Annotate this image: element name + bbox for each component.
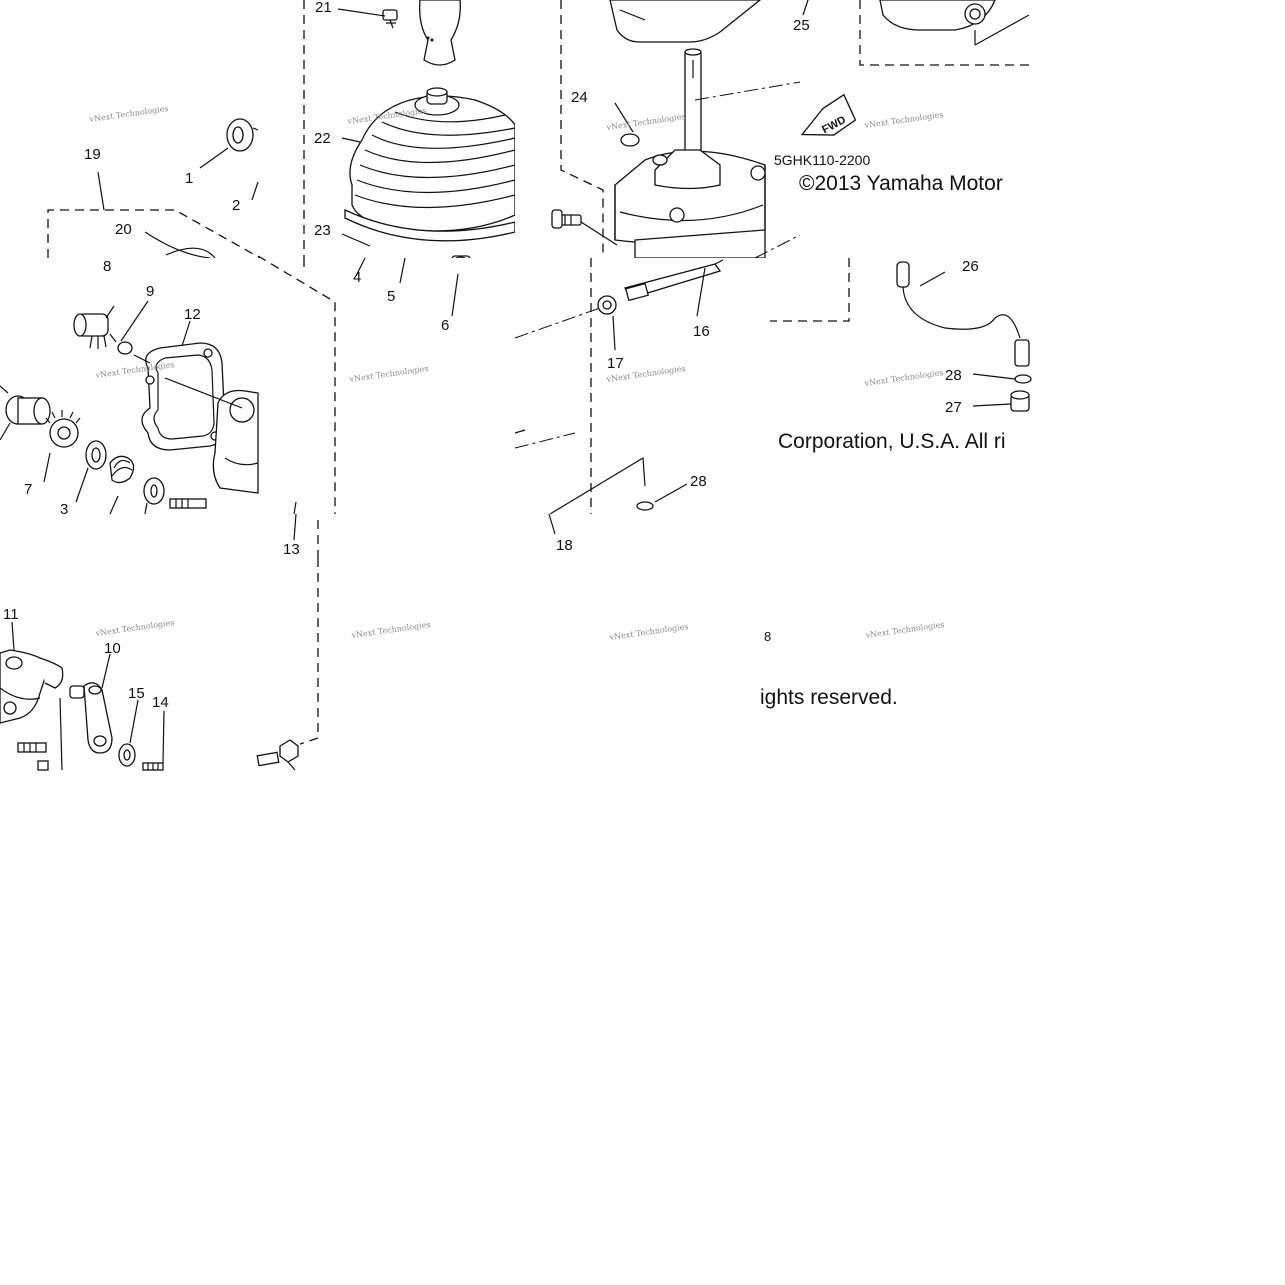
svg-text:vNext Technologies: vNext Technologies bbox=[605, 112, 686, 132]
callout-15: 15 bbox=[128, 685, 145, 702]
callout-8-partial: 8 bbox=[764, 629, 771, 644]
part-8-gear bbox=[73, 313, 117, 349]
diagram-tile-middle-right: vNext Technologies vNext Technologies 16… bbox=[514, 258, 1032, 515]
callout-28-lower: 28 bbox=[690, 473, 707, 490]
part-housing-right bbox=[212, 389, 259, 494]
svg-text:vNext Technologies: vNext Technologies bbox=[863, 110, 944, 130]
callout-8: 8 bbox=[103, 258, 111, 275]
callout-12: 12 bbox=[184, 306, 201, 323]
part-24-fitting bbox=[614, 102, 668, 166]
callout-19: 19 bbox=[84, 146, 101, 163]
diagram-tile-bottom: vNext Technologies vNext Technologies vN… bbox=[0, 558, 945, 771]
svg-text:vNext Technologies: vNext Technologies bbox=[350, 620, 431, 640]
part-nut-right bbox=[256, 739, 299, 771]
callout-17: 17 bbox=[607, 355, 624, 372]
callout-2: 2 bbox=[232, 197, 240, 214]
callout-13: 13 bbox=[283, 541, 300, 558]
svg-text:vNext Technologies: vNext Technologies bbox=[94, 618, 175, 638]
callout-28: 28 bbox=[945, 367, 962, 384]
svg-text:vNext Technologies: vNext Technologies bbox=[864, 620, 945, 640]
callout-7: 7 bbox=[24, 481, 32, 498]
part-11-housing bbox=[0, 649, 64, 724]
svg-text:vNext Technologies: vNext Technologies bbox=[88, 104, 169, 124]
svg-text:vNext Technologies: vNext Technologies bbox=[348, 364, 429, 384]
copyright-line-2: Corporation, U.S.A. All ri bbox=[778, 430, 1006, 453]
part-15-washer bbox=[118, 743, 136, 767]
drawing-code: 5GHK110-2200 bbox=[774, 152, 870, 168]
part-7-gear bbox=[45, 410, 81, 448]
part-22-boot bbox=[344, 87, 516, 242]
part-26-hose bbox=[896, 261, 1030, 367]
callout-10: 10 bbox=[104, 640, 121, 657]
copyright-line-3: ights reserved. bbox=[760, 686, 898, 709]
shift-knob bbox=[419, 0, 461, 66]
shift-lever bbox=[684, 48, 702, 161]
callout-25: 25 bbox=[793, 17, 810, 34]
callout-21: 21 bbox=[315, 0, 332, 16]
callout-3: 3 bbox=[60, 501, 68, 518]
callout-26: 26 bbox=[962, 258, 979, 275]
fwd-arrow-icon: FWD bbox=[800, 93, 857, 136]
part-9-oring bbox=[117, 341, 133, 355]
callout-22: 22 bbox=[314, 130, 331, 147]
part-28-oring-lower bbox=[636, 501, 654, 511]
part-washer-2 bbox=[143, 477, 165, 505]
part-28-oring bbox=[1014, 374, 1032, 384]
callout-14: 14 bbox=[152, 694, 169, 711]
callout-4: 4 bbox=[353, 269, 361, 286]
part-27-fitting bbox=[1010, 390, 1030, 412]
part-25-plate bbox=[609, 0, 762, 43]
callout-24: 24 bbox=[571, 89, 588, 106]
callout-6: 6 bbox=[441, 317, 449, 334]
part-top-right-housing bbox=[879, 0, 1030, 46]
part-10-bracket bbox=[69, 682, 113, 754]
part-bolt-lower bbox=[17, 742, 49, 771]
part-bolt bbox=[169, 498, 207, 509]
part-14-bolt bbox=[142, 762, 164, 771]
shift-gate-housing bbox=[614, 149, 766, 259]
callout-16: 16 bbox=[693, 323, 710, 340]
svg-text:vNext Technologies: vNext Technologies bbox=[863, 368, 944, 388]
callout-18: 18 bbox=[556, 537, 573, 554]
diagram-tile-middle-left: vNext Technologies vNext Technologies 8 … bbox=[0, 255, 515, 518]
callout-9: 9 bbox=[146, 283, 154, 300]
callout-27: 27 bbox=[945, 399, 962, 416]
callout-23: 23 bbox=[314, 222, 331, 239]
diagram-tile-top-left: vNext Technologies vNext Technologies 19… bbox=[0, 0, 516, 301]
callout-5: 5 bbox=[387, 288, 395, 305]
part-spring bbox=[109, 455, 135, 484]
part-16-rod bbox=[623, 259, 724, 302]
part-3-washer bbox=[85, 440, 107, 470]
part-bolt-left bbox=[551, 209, 618, 246]
part-1-bushing bbox=[226, 118, 259, 152]
callout-11: 11 bbox=[3, 606, 19, 623]
part-left-bushing bbox=[0, 385, 51, 441]
callout-20: 20 bbox=[115, 221, 132, 238]
svg-text:vNext Technologies: vNext Technologies bbox=[608, 622, 689, 642]
copyright-line-1: ©2013 Yamaha Motor bbox=[799, 172, 1003, 195]
callout-1: 1 bbox=[185, 170, 193, 187]
diagram-tile-top-right: FWD vNext Technologies vNext Technologie… bbox=[515, 0, 1030, 259]
part-21-screw bbox=[382, 9, 398, 29]
part-17-nut bbox=[597, 295, 617, 315]
diagram-strip: 13 18 bbox=[0, 513, 770, 558]
